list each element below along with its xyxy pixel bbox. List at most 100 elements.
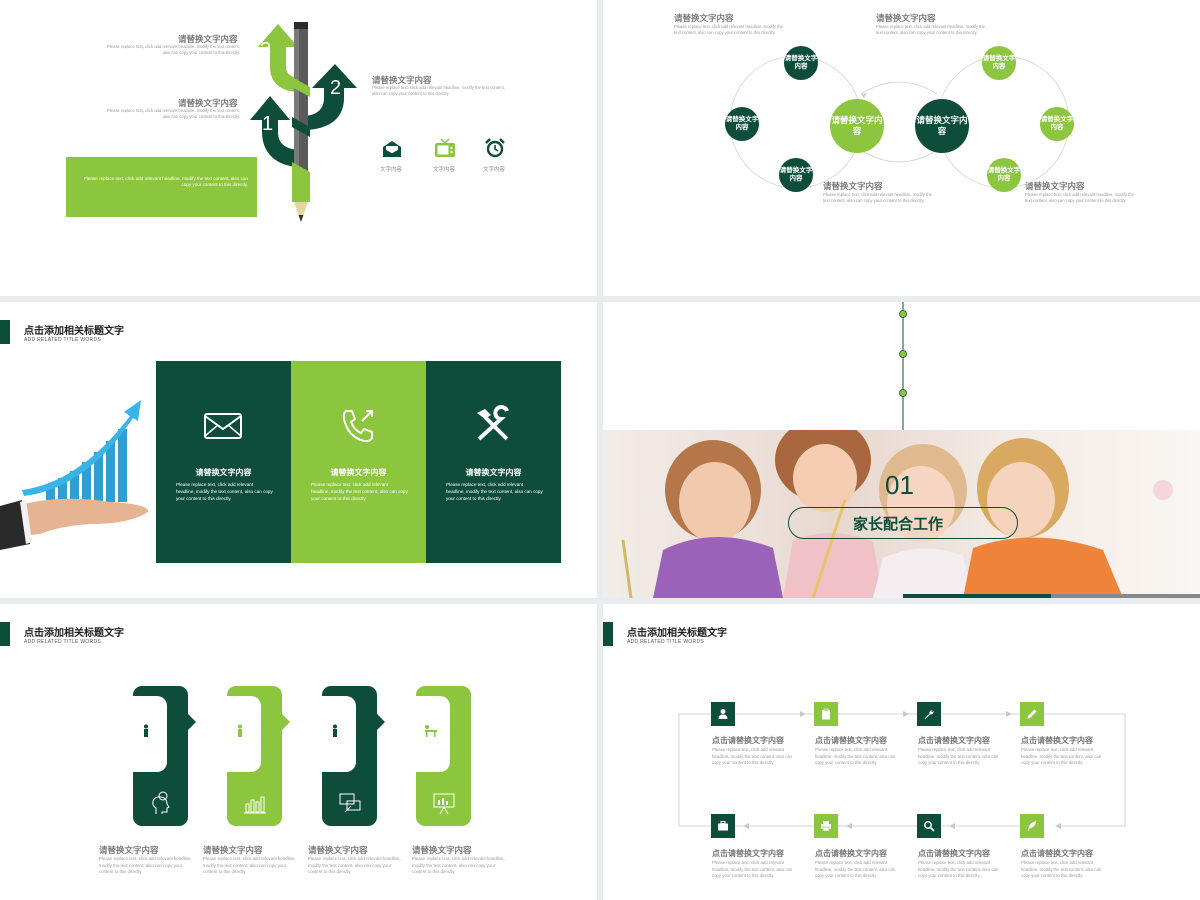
card-4-text: Please replace text, click add relevant … xyxy=(412,856,505,875)
section-title: 家长配合工作 xyxy=(853,516,944,533)
step-6-text: Please replace text, click add relevant … xyxy=(815,860,896,878)
arrow-number-3: 3 xyxy=(260,39,271,61)
text-a: Please replace text, click add relevant … xyxy=(107,44,240,56)
icon-label-3: 文字内容 xyxy=(483,167,506,173)
card-3-title: 请替换文字内容 xyxy=(308,845,368,855)
step-1-tile xyxy=(711,702,735,726)
card-4-title: 请替换文字内容 xyxy=(412,845,472,855)
bar-chart-icon xyxy=(244,796,266,814)
person-icon xyxy=(144,724,148,737)
step-3-tile xyxy=(917,702,941,726)
speaker-icon xyxy=(333,724,337,737)
card-2-text: Please replace text, click add relevant … xyxy=(203,856,296,875)
card-2 xyxy=(227,686,290,826)
card-1 xyxy=(133,686,196,826)
step-2-tile xyxy=(814,702,838,726)
small-circle-6: 请替换文字内容 xyxy=(987,158,1021,192)
slide-subtitle: ADD RELATED TITLE WORDS xyxy=(627,639,705,645)
slide-circle-cycle[interactable]: 请替换文字内容 Please replace text, click add r… xyxy=(603,0,1200,296)
icon-label-1: 文字内容 xyxy=(380,167,403,173)
text-c: Please replace text, click add relevant … xyxy=(372,85,505,97)
top-left-title: 请替换文字内容 xyxy=(674,13,734,23)
green-text-box: Please replace text, click add relevant … xyxy=(66,157,257,217)
small-circle-2: 请替换文字内容 xyxy=(725,107,759,141)
clipboard-icon xyxy=(822,708,830,720)
panel-1-title: 请替换文字内容 xyxy=(195,468,252,477)
user-icon xyxy=(718,709,728,719)
small-circle-5: 请替换文字内容 xyxy=(1040,107,1074,141)
card-1-title: 请替换文字内容 xyxy=(99,845,159,855)
card-3 xyxy=(322,686,385,826)
slide-title: 点击添加相关标题文字 xyxy=(24,326,124,337)
top-left-text: Please replace text, click add relevant … xyxy=(674,24,783,36)
section-title-outline xyxy=(788,507,1018,539)
step-1-text: Please replace text, click add relevant … xyxy=(712,747,793,765)
slide-section-cover[interactable]: 01 家长配合工作 xyxy=(603,302,1200,598)
arrow-number-1: 1 xyxy=(262,113,273,135)
step-5-title: 点击请替换文字内容 xyxy=(712,849,784,858)
bottom-right-title: 请替换文字内容 xyxy=(1025,181,1085,191)
slide-subtitle: ADD RELATED TITLE WORDS xyxy=(24,337,102,343)
slide-title: 点击添加相关标题文字 xyxy=(24,628,124,639)
panel-3-text: Please replace text, click add relevant … xyxy=(446,482,543,501)
step-8-title: 点击请替换文字内容 xyxy=(1021,849,1093,858)
head-thought-icon xyxy=(152,791,170,814)
step-3-title: 点击请替换文字内容 xyxy=(918,736,990,745)
slide-eight-steps[interactable]: 点击添加相关标题文字 ADD RELATED TITLE WORDS xyxy=(603,604,1200,900)
bottom-mid-text: Please replace text, click add relevant … xyxy=(823,192,932,204)
step-2-title: 点击请替换文字内容 xyxy=(815,736,887,745)
center-circle-left: 请替换文字内容 xyxy=(830,99,884,153)
arrow-number-2: 2 xyxy=(330,77,341,99)
panel-2-title: 请替换文字内容 xyxy=(330,468,387,477)
desk-icon xyxy=(425,725,437,737)
slide-four-cards[interactable]: 点击添加相关标题文字 ADD RELATED TITLE WORDS 请替换文字… xyxy=(0,604,597,900)
small-circle-3: 请替换文字内容 xyxy=(779,158,813,192)
title-accent-bar xyxy=(0,320,10,344)
magnifier-icon xyxy=(924,821,935,832)
card-3-text: Please replace text, click add relevant … xyxy=(308,856,401,875)
step-6-title: 点击请替换文字内容 xyxy=(815,849,887,858)
step-8-tile xyxy=(1020,814,1044,838)
slide-three-panels[interactable]: 点击添加相关标题文字 ADD RELATED TITLE WORDS 请替换文字… xyxy=(0,302,597,598)
pencil-icon xyxy=(1027,709,1037,719)
tv-icon xyxy=(434,138,456,158)
panel-1-text: Please replace text, click add relevant … xyxy=(176,482,273,501)
step-4-text: Please replace text, click add relevant … xyxy=(1021,747,1102,765)
step-4-title: 点击请替换文字内容 xyxy=(1021,736,1093,745)
center-circle-right: 请替换文字内容 xyxy=(915,99,969,153)
mail-icon xyxy=(382,140,402,158)
step-5-text: Please replace text, click add relevant … xyxy=(712,860,793,878)
step-5-tile xyxy=(711,814,735,838)
printer-icon xyxy=(821,821,831,832)
slide-pencil-arrows[interactable]: 请替换文字内容 Please replace text, click add r… xyxy=(0,0,597,296)
step-7-text: Please replace text, click add relevant … xyxy=(918,860,999,878)
icon-label-2: 文字内容 xyxy=(433,167,456,173)
bottom-right-text: Please replace text, click add relevant … xyxy=(1025,192,1134,204)
bottom-accent-bar xyxy=(903,594,1051,598)
green-box-text: Please replace text, click add relevant … xyxy=(83,176,248,188)
panel-3-title: 请替换文字内容 xyxy=(465,468,522,477)
step-8-text: Please replace text, click add relevant … xyxy=(1021,860,1102,878)
step-7-title: 点击请替换文字内容 xyxy=(918,849,990,858)
step-3-text: Please replace text, click add relevant … xyxy=(918,747,999,765)
label-c: 请替换文字内容 xyxy=(372,75,432,85)
top-right-title: 请替换文字内容 xyxy=(876,13,936,23)
panel-2-text: Please replace text, click add relevant … xyxy=(311,482,408,501)
alarm-clock-icon xyxy=(485,138,505,158)
children-photo xyxy=(603,430,1200,598)
timeline-line xyxy=(899,302,907,430)
cycle-outlines xyxy=(729,55,1070,189)
text-b: Please replace text, click add relevant … xyxy=(107,108,240,120)
envelope-icon xyxy=(204,413,242,439)
phone-icon xyxy=(342,410,373,443)
panel-2: 请替换文字内容 Please replace text, click add r… xyxy=(291,361,426,563)
top-right-text: Please replace text, click add relevant … xyxy=(876,24,985,36)
wrench-icon xyxy=(924,709,934,719)
step-7-tile xyxy=(917,814,941,838)
flow-lines xyxy=(678,711,1126,829)
small-circle-1: 请替换文字内容 xyxy=(784,46,818,80)
label-a: 请替换文字内容 xyxy=(178,34,238,44)
presenter-icon xyxy=(238,724,242,737)
step-2-text: Please replace text, click add relevant … xyxy=(815,747,896,765)
briefcase-icon xyxy=(718,821,728,831)
